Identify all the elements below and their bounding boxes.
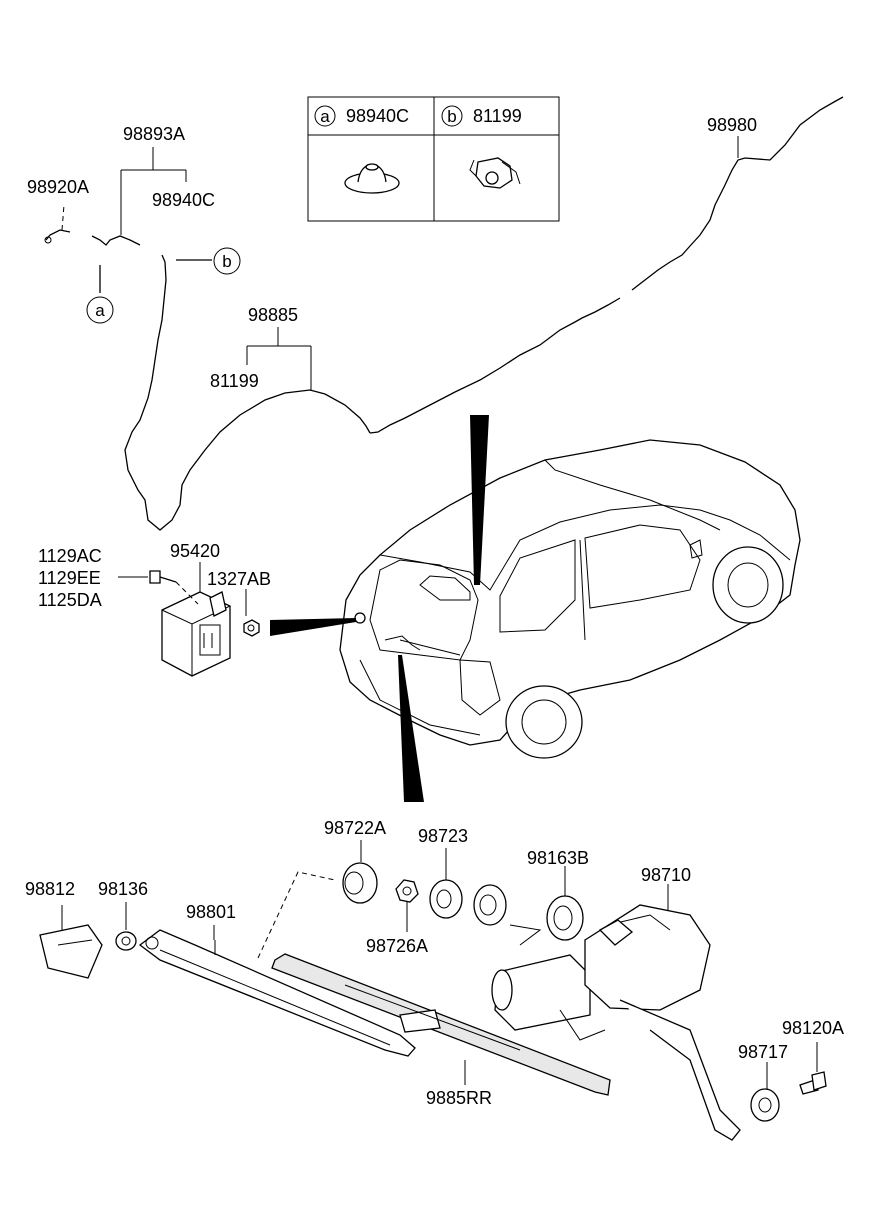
wiper-motor-98710 xyxy=(491,884,741,1141)
legend-letter-b: b xyxy=(447,107,456,126)
relay-module-95420 xyxy=(161,591,231,677)
legend-part-a: 98940C xyxy=(346,106,409,126)
ref-marker-b xyxy=(213,247,241,275)
callout-98120A: 98120A xyxy=(782,1018,844,1038)
cap-98722A xyxy=(342,840,378,904)
wiper-blade-9885RR xyxy=(271,953,611,1096)
pointer-wedge-bottom xyxy=(398,655,424,802)
washer-98723 xyxy=(429,848,463,919)
legend-marker-a xyxy=(314,105,336,127)
ref-marker-a-label: a xyxy=(95,301,105,320)
front-wheel xyxy=(712,546,784,624)
callout-98710: 98710 xyxy=(641,865,691,885)
callout-98812: 98812 xyxy=(25,879,75,899)
grommet-98163B xyxy=(546,866,584,941)
callout-1129EE: 1129EE xyxy=(38,568,101,588)
vehicle-body xyxy=(339,439,801,746)
callout-98980: 98980 xyxy=(707,115,757,135)
pointer-wedge-top xyxy=(470,415,489,585)
callout-98893A: 98893A xyxy=(123,124,185,144)
vehicle-illustration xyxy=(270,415,801,802)
wiper-arm-98801 xyxy=(138,925,416,1057)
tail-light xyxy=(459,659,501,716)
rear-wiper-on-car xyxy=(384,635,421,651)
callout-1129AC: 1129AC xyxy=(38,546,102,566)
side-mirror xyxy=(689,539,703,559)
callout-98885: 98885 xyxy=(248,305,298,325)
grommet-98717 xyxy=(750,1062,780,1122)
washer-hose-assembly xyxy=(44,96,844,531)
nut-98726A xyxy=(395,879,419,932)
callout-98722A: 98722A xyxy=(324,818,386,838)
callout-1327AB: 1327AB xyxy=(207,569,271,589)
legend-part-b: 81199 xyxy=(473,106,522,126)
grommet-98940c-drawing xyxy=(344,163,400,194)
legend-marker-b xyxy=(441,105,463,127)
bolt-98120A xyxy=(799,1042,827,1095)
callout-9885RR: 9885RR xyxy=(426,1088,492,1108)
callout-95420: 95420 xyxy=(170,541,220,561)
ref-marker-b-label: b xyxy=(222,252,231,271)
wiper-cap-98812 xyxy=(39,905,103,979)
hose-98980 xyxy=(631,96,844,291)
legend-letter-a: a xyxy=(320,107,330,126)
callout-1125DA: 1125DA xyxy=(38,590,102,610)
rear-washer-nozzle xyxy=(354,612,366,624)
callout-98717: 98717 xyxy=(738,1042,788,1062)
front-side-window xyxy=(584,524,701,609)
callout-98136: 98136 xyxy=(98,879,148,899)
callout-98723: 98723 xyxy=(418,826,468,846)
nut-1327AB xyxy=(243,589,260,637)
callout-98726A: 98726A xyxy=(366,936,428,956)
ref-marker-a xyxy=(86,296,114,324)
pointer-wedge-left xyxy=(270,618,356,636)
callout-98920A: 98920A xyxy=(27,177,89,197)
alignment-dash-line xyxy=(257,871,336,959)
bushing-98723-b xyxy=(473,884,507,926)
callout-98163B: 98163B xyxy=(527,848,589,868)
bolt-1129 xyxy=(118,570,199,605)
nut-98136 xyxy=(115,902,137,951)
clip-81199-drawing xyxy=(469,157,521,189)
rear-side-window xyxy=(499,539,576,633)
rear-window xyxy=(369,559,479,661)
legend-table: a 98940C b 81199 xyxy=(307,96,560,222)
rear-wheel xyxy=(505,685,583,759)
callout-98801: 98801 xyxy=(186,902,236,922)
callout-81199: 81199 xyxy=(210,371,259,391)
callout-98940C: 98940C xyxy=(152,190,215,210)
upper-leaders xyxy=(120,136,739,390)
